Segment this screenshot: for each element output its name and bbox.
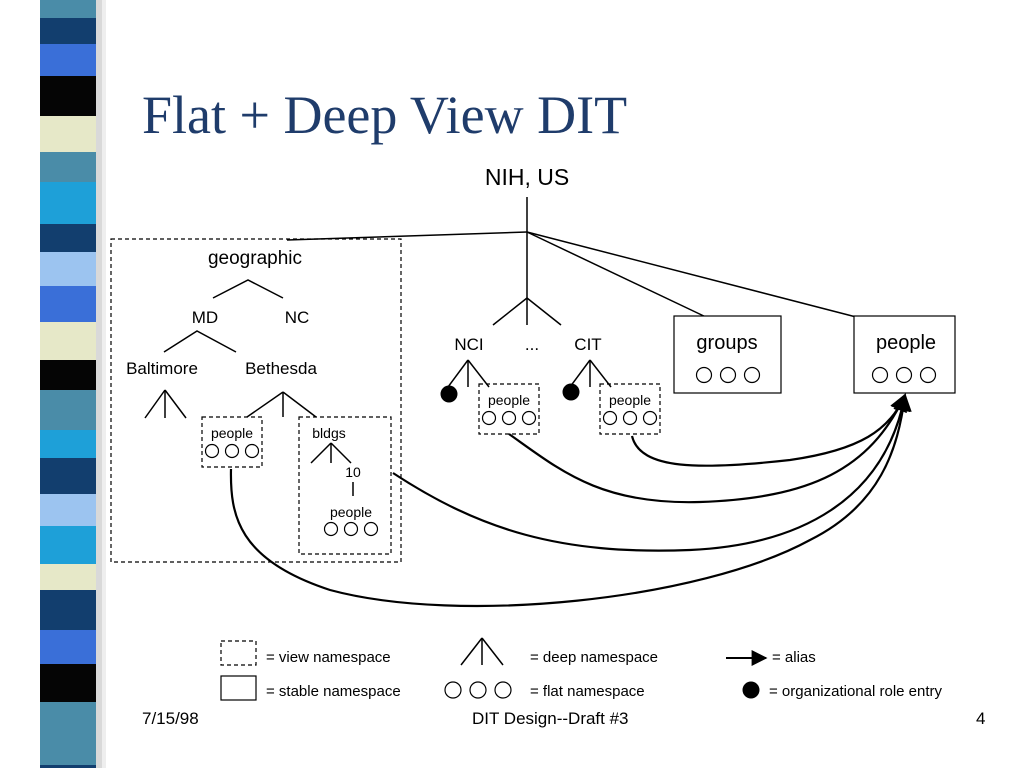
sidebar-stripe [40,252,96,286]
ellipsis-label: ... [525,335,539,354]
sidebar-stripe [40,44,96,76]
legend-flat-namespace-label: = flat namespace [530,683,645,700]
baltimore-label: Baltimore [126,359,198,378]
org-branch [492,297,562,326]
cit-people-flat-icon [602,410,658,426]
legend-deep-namespace-icon [460,637,504,666]
sidebar-stripe [40,430,96,458]
bldgs-deep-namespace-icon [310,442,352,464]
legend-flat-namespace-icon [444,681,512,699]
cit-deep-namespace-icon [569,359,612,388]
sidebar-stripe [40,0,96,18]
slide-title: Flat + Deep View DIT [142,85,628,145]
sidebar-stripe [40,458,96,494]
sidebar-stripe [40,494,96,526]
nci-label: NCI [454,335,483,354]
sidebar-stripe [40,630,96,664]
sidebar-stripe [40,390,96,430]
sidebar-stripe [40,360,96,390]
legend-org-role-entry-icon [742,681,760,699]
sidebar-stripe [40,286,96,322]
nci-deep-namespace-icon [447,359,490,388]
geographic-label: geographic [208,248,302,269]
md-branch [163,330,237,353]
root-fan-lines [286,231,861,319]
legend-view-namespace-icon [220,640,257,666]
bethesda-people-flat-icon [204,443,260,459]
geographic-view-box [110,238,402,563]
alias-arrow-bldg-people [392,393,911,552]
sidebar-stripe [40,116,96,152]
sidebar-stripe [40,702,96,747]
sidebar-stripe [40,526,96,564]
sidebar-stripe [40,152,96,182]
legend-org-role-entry-label: = organizational role entry [769,683,943,700]
root-label: NIH, US [485,164,569,190]
footer-date: 7/15/98 [142,709,199,728]
footer-page-number: 4 [976,709,986,728]
sidebar-stripe [40,765,96,768]
cit-label: CIT [574,335,601,354]
bethesda-people-label: people [211,425,253,441]
sidebar-stripe [40,664,96,702]
sidebar-stripe [40,18,96,44]
groups-flat-icon [695,366,761,384]
decorative-sidebar [0,0,106,768]
sidebar-stripe [40,76,96,116]
nci-organizational-role-entry [440,385,458,403]
cit-people-view-box [599,383,661,435]
bethesda-branch [246,391,317,418]
md-label: MD [192,308,218,327]
groups-label: groups [696,332,757,354]
sidebar-stripe [40,564,96,590]
alias-arrow-cit-people [630,393,907,467]
nci-people-flat-icon [481,410,537,426]
nc-label: NC [285,308,310,327]
bldg-number-label: 10 [345,464,361,480]
people-stable-box [853,315,956,394]
sidebar-stripes [40,0,96,768]
bldg-people-flat-icon [323,521,379,537]
sidebar-stripe [40,224,96,252]
legend-stable-namespace-label: = stable namespace [266,683,401,700]
sidebar-stripe [40,182,96,224]
legend: = view namespace = stable namespace = de… [220,637,943,701]
legend-alias-label: = alias [772,649,816,666]
alias-arrow-bethesda-people [229,393,912,608]
bethesda-people-view-box [201,416,263,468]
legend-view-namespace-label: = view namespace [266,649,391,666]
groups-stable-box [673,315,782,394]
bldgs-label: bldgs [312,425,345,441]
geographic-branch [212,279,284,299]
footer-title: DIT Design--Draft #3 [472,709,629,728]
baltimore-deep-namespace-icon [144,389,187,419]
cit-organizational-role-entry [562,383,580,401]
alias-arrows [229,393,912,608]
bethesda-label: Bethesda [245,359,317,378]
sidebar-stripe [40,322,96,360]
nci-people-label: people [488,392,530,408]
sidebar-stripe [40,747,96,765]
alias-arrow-nci-people [508,393,907,504]
legend-stable-namespace-icon [220,675,257,701]
cit-people-label: people [609,392,651,408]
people-flat-icon [871,366,937,384]
sidebar-stripe [40,590,96,630]
bldg-people-label: people [330,504,372,520]
legend-deep-namespace-label: = deep namespace [530,649,658,666]
bldgs-view-box [298,416,392,555]
people-label: people [876,332,936,354]
